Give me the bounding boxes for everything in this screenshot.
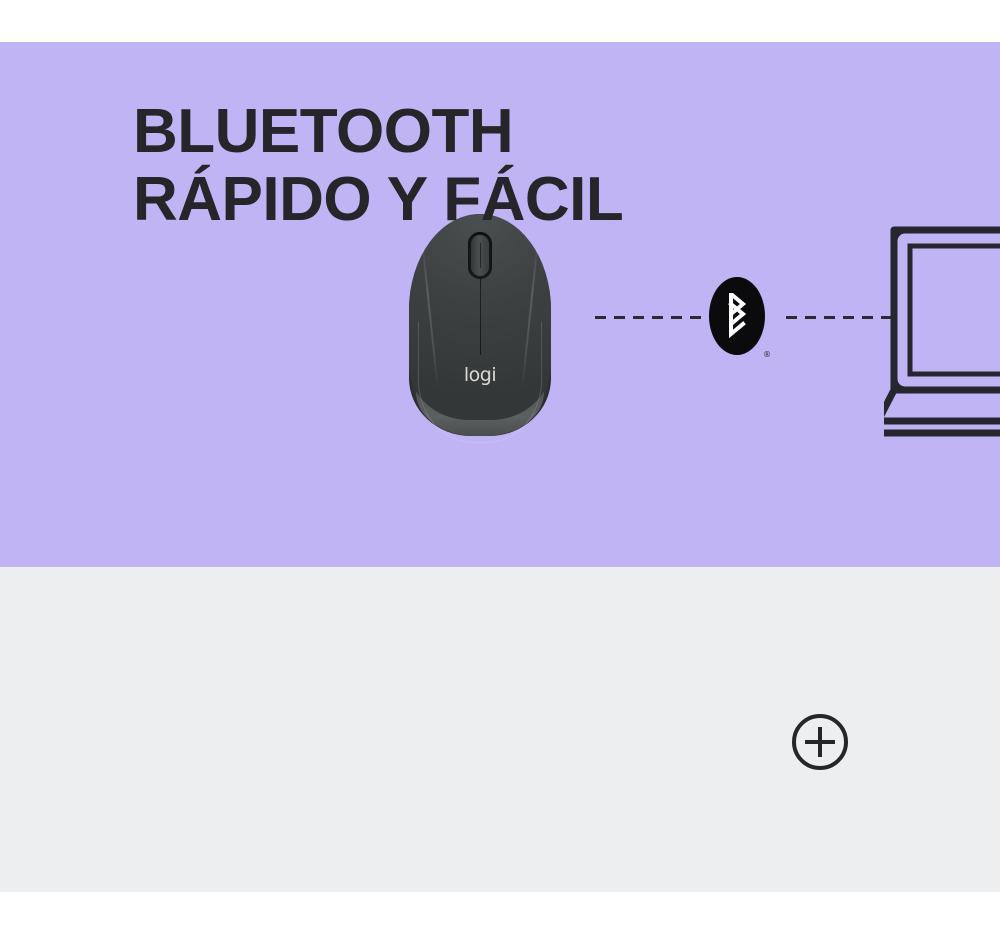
wireless-mouse-illustration: logi [409,214,551,443]
hero-illustration-panel: logi ® [0,42,1000,567]
expand-button[interactable] [789,711,851,773]
mouse-seam-arc [418,322,542,443]
bluetooth-badge-background [709,277,765,355]
page-title: BLUETOOTH RÁPIDO Y FÁCIL [133,97,624,235]
connection-dashes-right [786,316,898,319]
logi-wordmark: logi [463,364,497,386]
connection-dashes-left [595,316,707,319]
mouse-scroll-wheel-groove [480,243,481,268]
bluetooth-icon: ® [709,277,771,359]
registered-trademark-mark: ® [763,350,771,359]
mouse-button-split-line [479,272,481,355]
mouse-scroll-wheel-slot [468,232,492,279]
laptop-screen [907,243,1000,377]
laptop-lid [890,226,1000,394]
laptop-base-left-edge [884,386,1000,425]
mouse-scroll-wheel [471,235,489,276]
laptop-illustration [884,226,1000,437]
bluetooth-glyph [728,293,747,339]
mouse-top-shell: logi [409,214,551,443]
caption-band [0,567,1000,892]
plus-circle-icon[interactable] [789,711,851,773]
